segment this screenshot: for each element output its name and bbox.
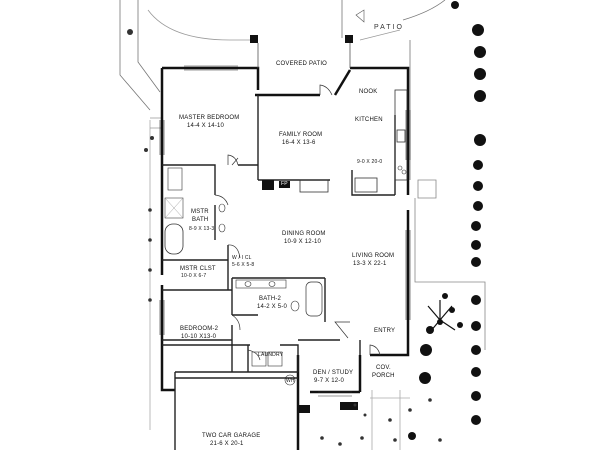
garage-label: TWO CAR GARAGE bbox=[202, 433, 261, 439]
covered-porch-label-line2: PORCH bbox=[372, 373, 395, 379]
doors bbox=[214, 84, 381, 361]
sink bbox=[244, 281, 252, 287]
patio-post bbox=[345, 35, 353, 43]
water-heater-label: WH bbox=[286, 378, 295, 384]
sink bbox=[218, 223, 226, 233]
bath-2-label: BATH-2 bbox=[259, 296, 282, 302]
kitchen-label: KITCHEN bbox=[355, 117, 383, 123]
garage-step bbox=[298, 405, 310, 413]
nook-label: NOOK bbox=[359, 89, 378, 95]
master-bedroom-label: MASTER BEDROOM bbox=[179, 115, 240, 121]
patio-furniture bbox=[355, 9, 365, 23]
ornamental-tree bbox=[427, 300, 456, 333]
covered-patio-label: COVERED PATIO bbox=[276, 61, 328, 67]
water-heater bbox=[284, 374, 296, 386]
patio-label: PATIO bbox=[374, 24, 404, 31]
den-study-label: DEN / STUDY bbox=[313, 370, 354, 376]
master-bath-label-line2: BATH bbox=[192, 217, 209, 223]
range-burner bbox=[401, 169, 407, 175]
shower bbox=[164, 197, 184, 219]
family-room-dims: 16-4 X 13-6 bbox=[282, 140, 316, 146]
garage-dims: 21-6 X 20-1 bbox=[210, 441, 244, 447]
walk-in-closet-label: W / I CL bbox=[232, 255, 252, 261]
dining-room-dims: 10-9 X 12-10 bbox=[284, 239, 322, 245]
den-study-dims: 9-7 X 12-0 bbox=[314, 378, 345, 384]
landscaping bbox=[408, 1, 486, 440]
living-room-dims: 13-3 X 22-1 bbox=[353, 261, 387, 267]
bedroom-2-label: BEDROOM-2 bbox=[180, 326, 219, 332]
laundry-label: LAUNDRY bbox=[258, 352, 284, 358]
master-bath-dims: 8-9 X 13-3 bbox=[189, 226, 215, 232]
walk-in-closet-dims: 5-6 X 5-8 bbox=[232, 262, 255, 268]
bath2-vanity bbox=[235, 279, 287, 289]
kitchen-counter bbox=[394, 89, 408, 181]
windows bbox=[159, 65, 411, 397]
bedroom-2-dims: 10-10 X13-0 bbox=[181, 334, 217, 340]
living-room-label: LIVING ROOM bbox=[352, 253, 395, 259]
entry-label: ENTRY bbox=[374, 328, 396, 334]
sink bbox=[218, 203, 226, 213]
toilet bbox=[290, 300, 300, 312]
master-bedroom-dims: 14-4 X 14-10 bbox=[187, 123, 225, 129]
range-burner bbox=[397, 165, 403, 171]
master-closet-label: MSTR CLST bbox=[180, 266, 216, 272]
washer bbox=[251, 351, 267, 367]
family-room-label: FAMILY ROOM bbox=[279, 132, 323, 138]
tv-niche bbox=[299, 179, 329, 193]
bathtub bbox=[164, 223, 184, 255]
sink bbox=[268, 281, 276, 287]
small-plants bbox=[127, 29, 442, 446]
fireplace-block bbox=[262, 180, 274, 190]
porch-step bbox=[340, 402, 358, 410]
master-closet-dims: 10-0 X 6-7 bbox=[181, 273, 207, 279]
patio-edge bbox=[147, 9, 401, 41]
kitchen-sink bbox=[396, 129, 406, 143]
dining-room-label: DINING ROOM bbox=[282, 231, 326, 237]
kitchen-island bbox=[354, 177, 378, 193]
toilet-room bbox=[167, 167, 183, 191]
garage-walls bbox=[174, 372, 298, 450]
covered-porch-label-line1: COV. bbox=[376, 365, 391, 371]
bath2-tub bbox=[305, 281, 323, 317]
fireplace-label: FP bbox=[279, 181, 290, 188]
dryer bbox=[267, 351, 283, 367]
patio-post bbox=[250, 35, 258, 43]
kitchen-dims: 9-0 X 20-0 bbox=[357, 159, 383, 165]
master-bath-label-line1: MSTR bbox=[191, 209, 209, 215]
bath-2-dims: 14-2 X 5-0 bbox=[257, 304, 288, 310]
